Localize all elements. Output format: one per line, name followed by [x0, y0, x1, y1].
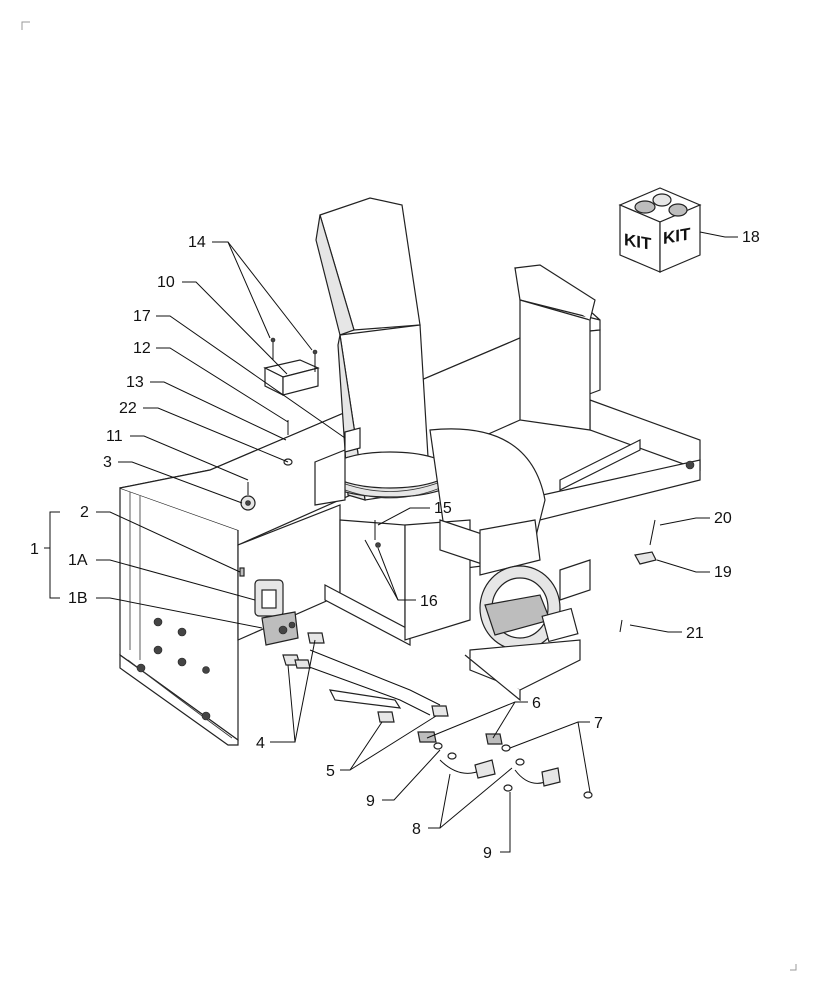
kit-label-right: KIT — [663, 223, 691, 248]
callout-17: 17 — [133, 308, 151, 325]
callout-10: 10 — [157, 274, 175, 291]
chute-bracket-17 — [344, 427, 361, 453]
callout-12: 12 — [133, 340, 151, 357]
callout-21: 21 — [686, 625, 704, 642]
center-lower-assembly — [324, 519, 591, 702]
kit-box: KIT KIT — [618, 187, 702, 273]
discharge-chute — [314, 197, 546, 571]
callout-9-lower: 9 — [483, 845, 492, 862]
fitting-group-5 — [377, 705, 449, 723]
callout-1b: 1B — [68, 590, 88, 607]
callout-labels: 14 10 17 12 13 22 11 3 2 1 1A 1B 4 5 6 7… — [30, 229, 760, 862]
callout-1: 1 — [30, 541, 39, 558]
fitting-group-6 — [417, 731, 503, 745]
callout-15: 15 — [434, 500, 452, 517]
callout-22: 22 — [119, 400, 137, 417]
callout-4: 4 — [256, 735, 265, 752]
callout-16: 16 — [420, 593, 438, 610]
valve-assembly — [254, 579, 299, 646]
callout-20: 20 — [714, 510, 732, 527]
fitting-group-4 — [282, 632, 325, 669]
callout-3: 3 — [103, 454, 112, 471]
corner-mark-top-left — [21, 21, 30, 30]
callout-14: 14 — [188, 234, 206, 251]
callout-9-upper: 9 — [366, 793, 375, 810]
callout-5: 5 — [326, 763, 335, 780]
callout-19: 19 — [714, 564, 732, 581]
callout-6: 6 — [532, 695, 541, 712]
kit-label-left: KIT — [624, 229, 652, 254]
corner-mark-bottom-right — [790, 964, 797, 971]
callout-8: 8 — [412, 821, 421, 838]
callout-11: 11 — [106, 428, 123, 445]
small-fasteners — [239, 337, 657, 633]
callout-7: 7 — [594, 715, 603, 732]
callout-18: 18 — [742, 229, 760, 246]
leader-lines — [44, 231, 738, 853]
hose-and-seal-group — [433, 742, 593, 799]
callout-1a: 1A — [68, 552, 88, 569]
hydraulic-lines — [289, 649, 441, 716]
callout-2: 2 — [80, 504, 89, 521]
callout-13: 13 — [126, 374, 144, 391]
control-box-10 — [263, 359, 320, 396]
